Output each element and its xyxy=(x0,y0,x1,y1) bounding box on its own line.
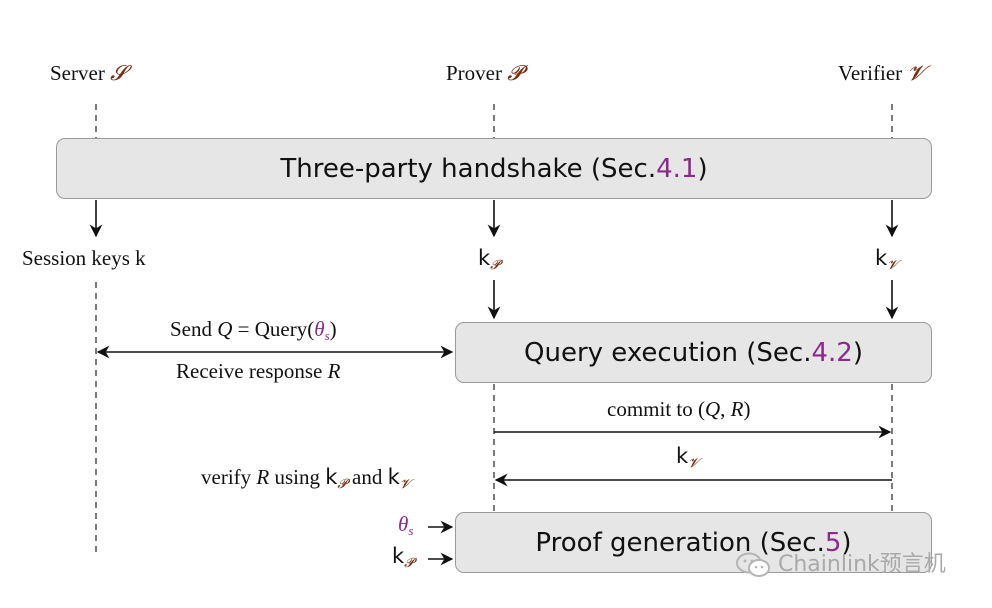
receive-response-label: Receive response R xyxy=(176,359,341,383)
proof-generation-box: Proof generation (Sec. 5) xyxy=(455,512,932,573)
query-sec-ref: 4.2 xyxy=(811,337,853,368)
commit-label: commit to (Q, R) xyxy=(607,397,751,421)
handshake-box: Three-party handshake (Sec. 4.1) xyxy=(56,138,932,199)
k-verifier-label: k𝓥 xyxy=(875,246,899,273)
theta-s-input-label: θs xyxy=(398,512,414,538)
verify-label: verify R using k𝓟 and k𝓥 xyxy=(201,465,411,492)
k-verifier-return-label: k𝓥 xyxy=(676,444,700,471)
verifier-label: Verifier 𝓥 xyxy=(838,61,925,85)
server-label: Server 𝓢 xyxy=(50,61,127,85)
query-execution-box: Query execution (Sec. 4.2) xyxy=(455,322,932,383)
wechat-icon xyxy=(736,552,770,578)
verifier-symbol: 𝓥 xyxy=(907,61,925,85)
server-symbol: 𝓢 xyxy=(110,61,127,85)
session-keys-label: Session keys k xyxy=(22,246,146,270)
prover-label: Prover 𝓟 xyxy=(446,61,523,85)
watermark: Chainlink预言机 xyxy=(736,552,946,578)
handshake-sec-ref: 4.1 xyxy=(656,153,698,184)
k-prover-input-label: k𝓟 xyxy=(392,544,414,571)
prover-symbol: 𝓟 xyxy=(507,61,523,85)
send-query-label: Send Q = Query(θs) xyxy=(170,317,337,343)
proof-sec-ref: 5 xyxy=(824,527,842,558)
k-prover-label: k𝓟 xyxy=(478,246,500,273)
